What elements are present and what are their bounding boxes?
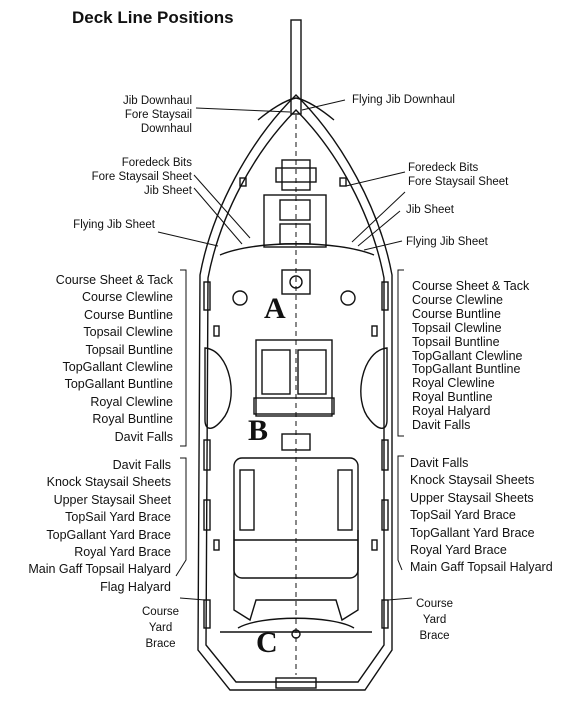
porthole-left bbox=[232, 290, 248, 306]
page-title: Deck Line Positions bbox=[72, 8, 234, 27]
label-flying-jib-sheet-left: Flying Jib Sheet bbox=[73, 219, 155, 231]
windlass bbox=[281, 159, 311, 191]
zone-c-label: C bbox=[256, 626, 278, 659]
deckhouse bbox=[233, 457, 359, 579]
porthole-right bbox=[340, 290, 356, 306]
main-hatch bbox=[255, 339, 333, 417]
label-flying-jib-downhaul: Flying Jib Downhaul bbox=[352, 94, 455, 106]
b-fitting bbox=[281, 433, 311, 451]
aft-cabin bbox=[233, 530, 359, 622]
boat-right bbox=[360, 347, 388, 429]
label-jib-sheet-right: Jib Sheet bbox=[406, 204, 454, 216]
forward-hatch bbox=[263, 194, 327, 248]
stern-fitting bbox=[275, 677, 317, 689]
bulwark bbox=[205, 109, 385, 683]
bowsprit bbox=[290, 19, 302, 115]
boat-left bbox=[204, 347, 232, 429]
hull-outline bbox=[197, 94, 393, 691]
zone-b-label: B bbox=[248, 414, 269, 447]
zone-a-label: A bbox=[264, 292, 286, 325]
small-hatch bbox=[281, 269, 311, 295]
label-flying-jib-sheet-right: Flying Jib Sheet bbox=[406, 236, 488, 248]
bow-deck-line bbox=[219, 243, 375, 256]
